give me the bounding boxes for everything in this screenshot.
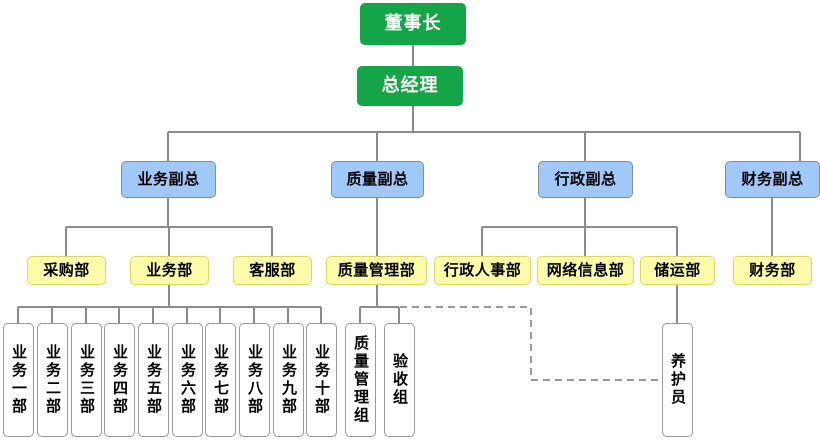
- node-dept-network-info-label: 网络信息部: [546, 261, 625, 280]
- node-unit-business-9-label: 业务九部: [280, 344, 298, 416]
- node-unit-business-7-label: 业务七部: [212, 344, 230, 416]
- node-dept-customer-service[interactable]: 客服部: [233, 256, 312, 285]
- node-dept-purchasing[interactable]: 采购部: [27, 256, 106, 285]
- node-dept-quality-management[interactable]: 质量管理部: [326, 256, 427, 285]
- node-dept-quality-management-label: 质量管理部: [337, 261, 416, 280]
- node-unit-business-6-label: 业务六部: [179, 344, 197, 416]
- node-dept-network-info[interactable]: 网络信息部: [537, 256, 634, 285]
- node-vp-quality-label: 质量副总: [346, 170, 409, 189]
- node-unit-quality-group-label: 质量管理组: [352, 335, 370, 425]
- node-dept-purchasing-label: 采购部: [43, 261, 90, 280]
- node-general-manager-label: 总经理: [381, 74, 439, 96]
- node-dept-finance[interactable]: 财务部: [733, 256, 812, 285]
- node-unit-business-3-label: 业务三部: [78, 344, 96, 416]
- node-vp-admin[interactable]: 行政副总: [538, 161, 633, 198]
- node-unit-inspection-group-label: 验收组: [391, 353, 409, 407]
- node-dept-storage-transport-label: 储运部: [654, 261, 701, 280]
- node-unit-business-4[interactable]: 业务四部: [104, 323, 135, 437]
- node-vp-business-label: 业务副总: [137, 170, 200, 189]
- node-unit-business-2[interactable]: 业务二部: [37, 323, 68, 437]
- node-unit-business-8[interactable]: 业务八部: [239, 323, 270, 437]
- node-chairman-label: 董事长: [384, 12, 442, 34]
- node-vp-admin-label: 行政副总: [554, 170, 617, 189]
- node-unit-business-8-label: 业务八部: [246, 344, 264, 416]
- node-dept-customer-service-label: 客服部: [249, 261, 296, 280]
- node-unit-business-5[interactable]: 业务五部: [138, 323, 169, 437]
- node-unit-business-5-label: 业务五部: [145, 344, 163, 416]
- node-unit-business-7[interactable]: 业务七部: [205, 323, 236, 437]
- node-chairman[interactable]: 董事长: [360, 3, 466, 45]
- node-unit-business-2-label: 业务二部: [44, 344, 62, 416]
- node-dept-storage-transport[interactable]: 储运部: [640, 256, 715, 285]
- node-unit-maintainer-label: 养护员: [669, 353, 687, 407]
- node-unit-maintainer[interactable]: 养护员: [662, 323, 693, 437]
- node-vp-finance-label: 财务副总: [741, 170, 804, 189]
- node-unit-business-6[interactable]: 业务六部: [172, 323, 203, 437]
- node-unit-inspection-group[interactable]: 验收组: [384, 323, 415, 437]
- node-dept-business[interactable]: 业务部: [130, 256, 209, 285]
- node-unit-business-9[interactable]: 业务九部: [273, 323, 304, 437]
- connector-dashed-quality-to-maintainer: [400, 306, 662, 381]
- node-vp-quality[interactable]: 质量副总: [331, 161, 424, 198]
- node-unit-business-4-label: 业务四部: [111, 344, 129, 416]
- node-unit-quality-group[interactable]: 质量管理组: [345, 323, 376, 437]
- node-unit-business-10-label: 业务十部: [313, 344, 331, 416]
- node-unit-business-1-label: 业务一部: [10, 344, 28, 416]
- node-unit-business-1[interactable]: 业务一部: [3, 323, 34, 437]
- node-unit-business-10[interactable]: 业务十部: [306, 323, 337, 437]
- node-dept-finance-label: 财务部: [749, 261, 796, 280]
- node-general-manager[interactable]: 总经理: [357, 66, 463, 106]
- node-dept-admin-hr[interactable]: 行政人事部: [434, 256, 531, 285]
- node-dept-business-label: 业务部: [146, 261, 193, 280]
- node-unit-business-3[interactable]: 业务三部: [71, 323, 102, 437]
- node-vp-business[interactable]: 业务副总: [121, 161, 216, 198]
- node-dept-admin-hr-label: 行政人事部: [443, 261, 522, 280]
- node-vp-finance[interactable]: 财务副总: [725, 161, 820, 198]
